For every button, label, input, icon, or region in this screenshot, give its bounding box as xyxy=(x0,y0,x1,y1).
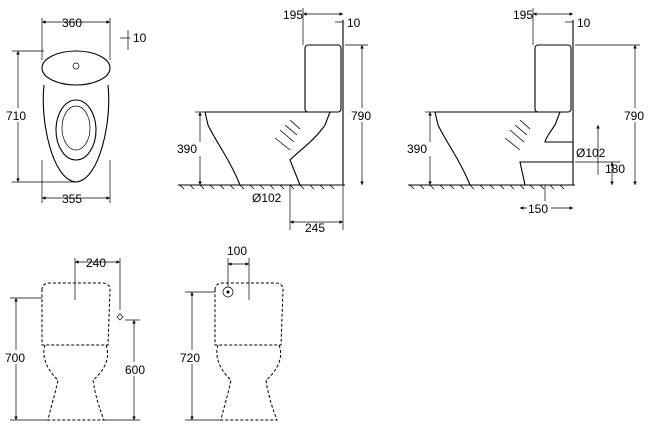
dimension-inlet-offset: 100 xyxy=(227,244,247,258)
side-view-wall-outlet: 195 10 790 390 Ø102 180 150 xyxy=(406,8,648,216)
dimension-outlet-height: 180 xyxy=(605,162,625,176)
dimension-height: 700 xyxy=(5,351,25,365)
dimension-offset: 10 xyxy=(133,31,147,45)
toilet-front-outline xyxy=(41,282,111,421)
dimension-inlet-offset: 240 xyxy=(86,256,106,270)
dimension-outlet-diameter: Ø102 xyxy=(252,191,282,205)
dimension-height: 790 xyxy=(351,109,371,123)
dimension-length: 710 xyxy=(6,109,26,123)
dimension-seat-width: 355 xyxy=(62,192,82,206)
dimension-outlet-distance: 245 xyxy=(305,221,325,235)
bowl-side-outline xyxy=(204,111,331,186)
dimension-outlet-distance: 150 xyxy=(528,202,548,216)
dimension-tank-depth: 195 xyxy=(513,8,533,22)
dimension-height: 720 xyxy=(180,351,200,365)
front-view-side-inlet: 240 700 600 xyxy=(3,256,151,421)
toilet-front-outline xyxy=(214,282,284,421)
bowl-side-outline xyxy=(434,111,574,186)
dimension-wall-gap: 10 xyxy=(577,16,591,30)
cistern xyxy=(534,44,572,113)
seat-opening xyxy=(55,99,97,161)
dimension-wall-gap: 10 xyxy=(347,16,361,30)
water-inlet-icon xyxy=(116,313,124,321)
dimension-width: 360 xyxy=(62,16,82,30)
tank-top-outline xyxy=(41,50,111,86)
dimension-tank-depth: 195 xyxy=(283,8,303,22)
side-view-floor-outlet: 195 10 790 390 Ø102 245 xyxy=(176,8,374,235)
flush-button-icon xyxy=(72,62,80,70)
top-view: 360 10 710 355 xyxy=(4,16,147,206)
front-view-bottom-inlet: 100 720 xyxy=(178,244,284,421)
dimension-seat-height: 390 xyxy=(177,142,197,156)
dimension-height: 790 xyxy=(624,109,644,123)
dimension-inlet-height: 600 xyxy=(125,363,145,377)
cistern xyxy=(304,44,342,113)
dimension-outlet-diameter: Ø102 xyxy=(576,146,606,160)
dimension-seat-height: 390 xyxy=(407,142,427,156)
